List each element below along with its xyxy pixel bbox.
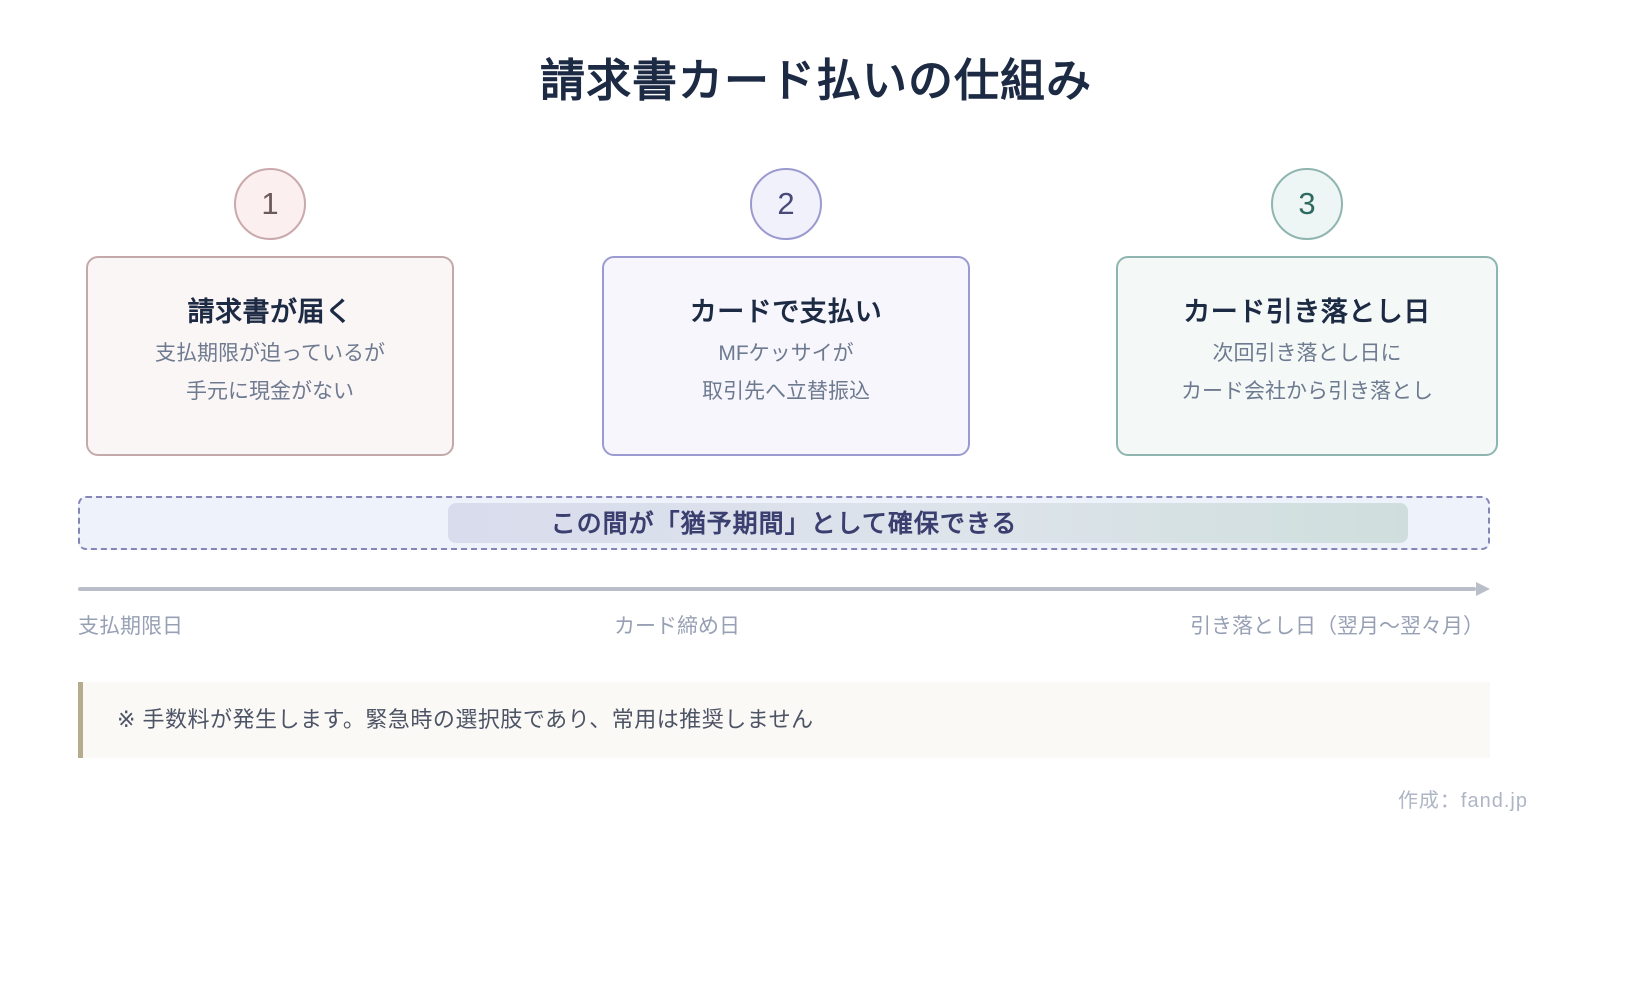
grace-period-label: この間が「猶予期間」として確保できる [550, 510, 1018, 538]
timeline-axis [78, 582, 1490, 596]
step-card-1: 1 請求書が届く 支払期限が迫っているが 手元に現金がない [86, 160, 454, 460]
timeline-label-middle: カード締め日 [614, 615, 740, 638]
step-number-badge-2: 2 [750, 168, 822, 240]
step-card-2: 2 カードで支払い MFケッサイが 取引先へ立替振込 [602, 160, 970, 460]
timeline-labels: 支払期限日 カード締め日 引き落とし日（翌月〜翌々月） [78, 610, 1490, 644]
step-number-badge-1: 1 [234, 168, 306, 240]
timeline-label-start: 支払期限日 [78, 615, 183, 638]
step-desc-1-line-2: 手元に現金がない [186, 380, 354, 403]
grace-period-banner: この間が「猶予期間」として確保できる [78, 496, 1490, 550]
step-card-3: 3 カード引き落とし日 次回引き落とし日に カード会社から引き落とし [1116, 160, 1498, 460]
footnote-box: ※ 手数料が発生します。緊急時の選択肢であり、常用は推奨しません [78, 682, 1490, 758]
step-number-badge-3: 3 [1271, 168, 1343, 240]
step-desc-1-line-1: 支払期限が迫っているが [155, 342, 385, 365]
step-desc-2-line-2: 取引先へ立替振込 [702, 380, 870, 403]
steps-row: 1 請求書が届く 支払期限が迫っているが 手元に現金がない 2 カードで支払い … [86, 160, 1498, 460]
step-body-1: 請求書が届く 支払期限が迫っているが 手元に現金がない [86, 256, 454, 456]
step-desc-2-line-1: MFケッサイが [718, 342, 854, 365]
timeline-label-end: 引き落とし日（翌月〜翌々月） [1190, 615, 1484, 638]
credit-line: 作成：fand.jp [1397, 790, 1528, 812]
step-title-1: 請求書が届く [187, 297, 353, 327]
step-desc-3-line-2: カード会社から引き落とし [1181, 380, 1433, 403]
step-desc-3-line-1: 次回引き落とし日に [1212, 342, 1402, 365]
page-title: 請求書カード払いの仕組み [539, 55, 1092, 106]
step-title-3: カード引き落とし日 [1183, 297, 1431, 327]
timeline-axis-line [78, 587, 1476, 591]
step-body-2: カードで支払い MFケッサイが 取引先へ立替振込 [602, 256, 970, 456]
footnote-text: ※ 手数料が発生します。緊急時の選択肢であり、常用は推奨しません [117, 707, 814, 732]
step-title-2: カードで支払い [689, 297, 883, 327]
step-body-3: カード引き落とし日 次回引き落とし日に カード会社から引き落とし [1116, 256, 1498, 456]
arrow-right-icon [1476, 582, 1490, 596]
grace-period-highlight-bar [448, 503, 1408, 543]
